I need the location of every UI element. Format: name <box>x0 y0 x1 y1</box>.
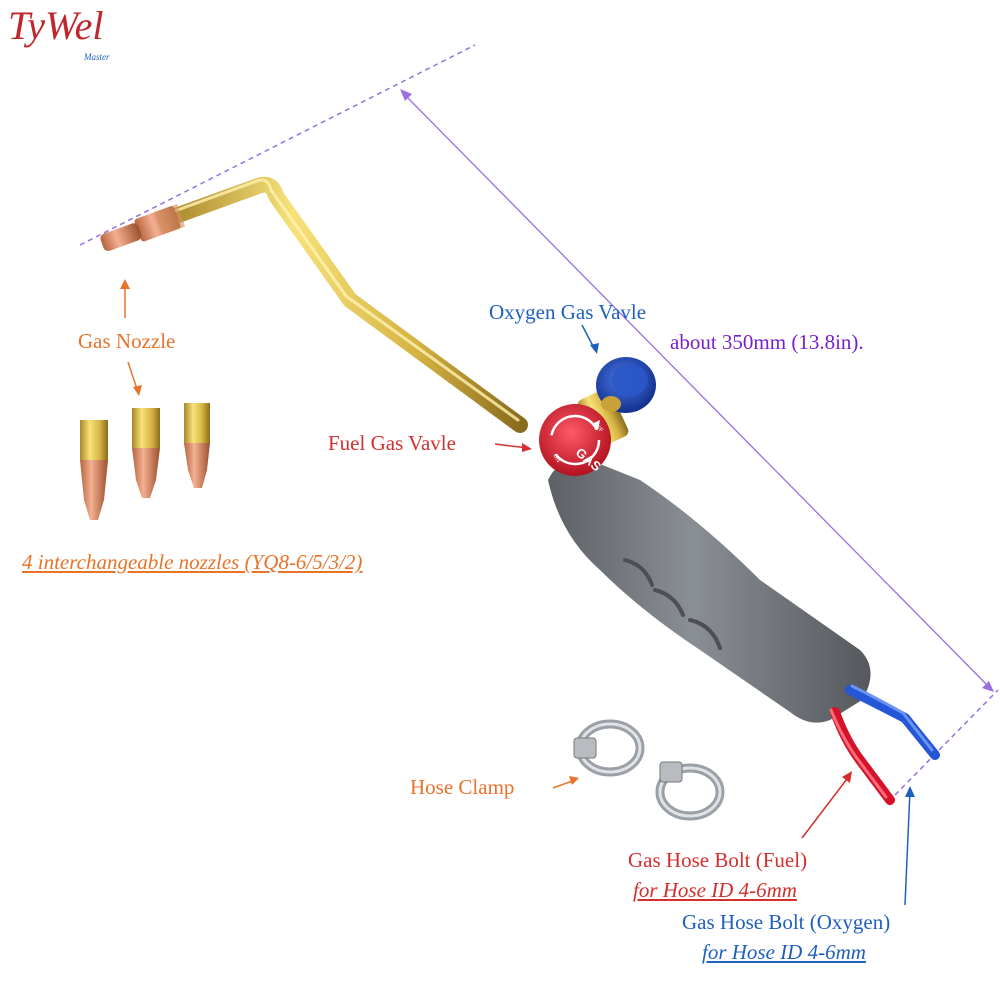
brass-tube-highlight <box>170 178 520 422</box>
oxygen-hose-arrow <box>904 789 911 906</box>
oxygen-hose-bolt <box>845 685 940 760</box>
fuel-valve-label: Fuel Gas Vavle <box>328 431 456 455</box>
hose-bolt-fuel-id-label: for Hose ID 4-6mm <box>633 878 797 902</box>
oxygen-hose-arrow-head <box>905 786 915 797</box>
spare-nozzle-2 <box>132 408 160 498</box>
knob-on-text: ON <box>551 453 561 464</box>
spare-nozzle-3 <box>184 403 210 488</box>
dimension-arrow-head-bottom <box>982 681 994 692</box>
fuel-valve-arrow-head <box>522 443 532 452</box>
torch-handle <box>548 459 871 723</box>
fuel-valve-knob <box>539 404 611 476</box>
dimension-arrow-head-top <box>400 89 412 101</box>
brass-tube <box>162 176 528 433</box>
hose-clamp-label: Hose Clamp <box>410 775 515 799</box>
oxygen-valve-label: Oxygen Gas Vavle <box>489 300 647 324</box>
hose-bolt-oxygen-id-label: for Hose ID 4-6mm <box>702 940 866 964</box>
fuel-hose-bolt <box>830 707 895 805</box>
torch-nozzle <box>100 203 186 252</box>
oxygen-valve-knob <box>596 357 656 413</box>
fuel-hose-arrow-head <box>842 771 852 783</box>
spare-nozzle-1 <box>80 420 108 520</box>
nozzle-arrow-head <box>120 279 130 289</box>
handle-grip-ridges <box>623 558 722 650</box>
brand-logo-text: TyWel <box>8 3 104 48</box>
fuel-hose-arrow <box>801 774 851 839</box>
fuel-hose-highlight <box>829 708 888 799</box>
oxygen-hose-highlight <box>850 684 934 752</box>
hose-bolt-fuel-label: Gas Hose Bolt (Fuel) <box>628 848 808 872</box>
hose-clamp-arrow-head <box>569 776 579 785</box>
nozzle-down-arrow-head <box>133 385 142 396</box>
dimension-arrow-line <box>401 91 993 691</box>
nozzles-note-label: 4 interchangeable nozzles (YQ8-6/5/3/2) <box>22 550 363 574</box>
dimension-line-bottom <box>894 689 999 796</box>
oxygen-valve-arrow-head <box>590 343 599 354</box>
hose-bolt-oxygen-label: Gas Hose Bolt (Oxygen) <box>682 910 891 934</box>
dimension-line-top <box>79 44 476 246</box>
hose-clamp-1 <box>573 719 645 777</box>
brand-logo: TyWel Master <box>4 6 144 66</box>
length-label: about 350mm (13.8in). <box>670 330 864 354</box>
gas-nozzle-label: Gas Nozzle <box>78 329 176 353</box>
hose-clamp-2 <box>655 761 725 821</box>
brand-logo-subtext: Master <box>84 52 110 62</box>
